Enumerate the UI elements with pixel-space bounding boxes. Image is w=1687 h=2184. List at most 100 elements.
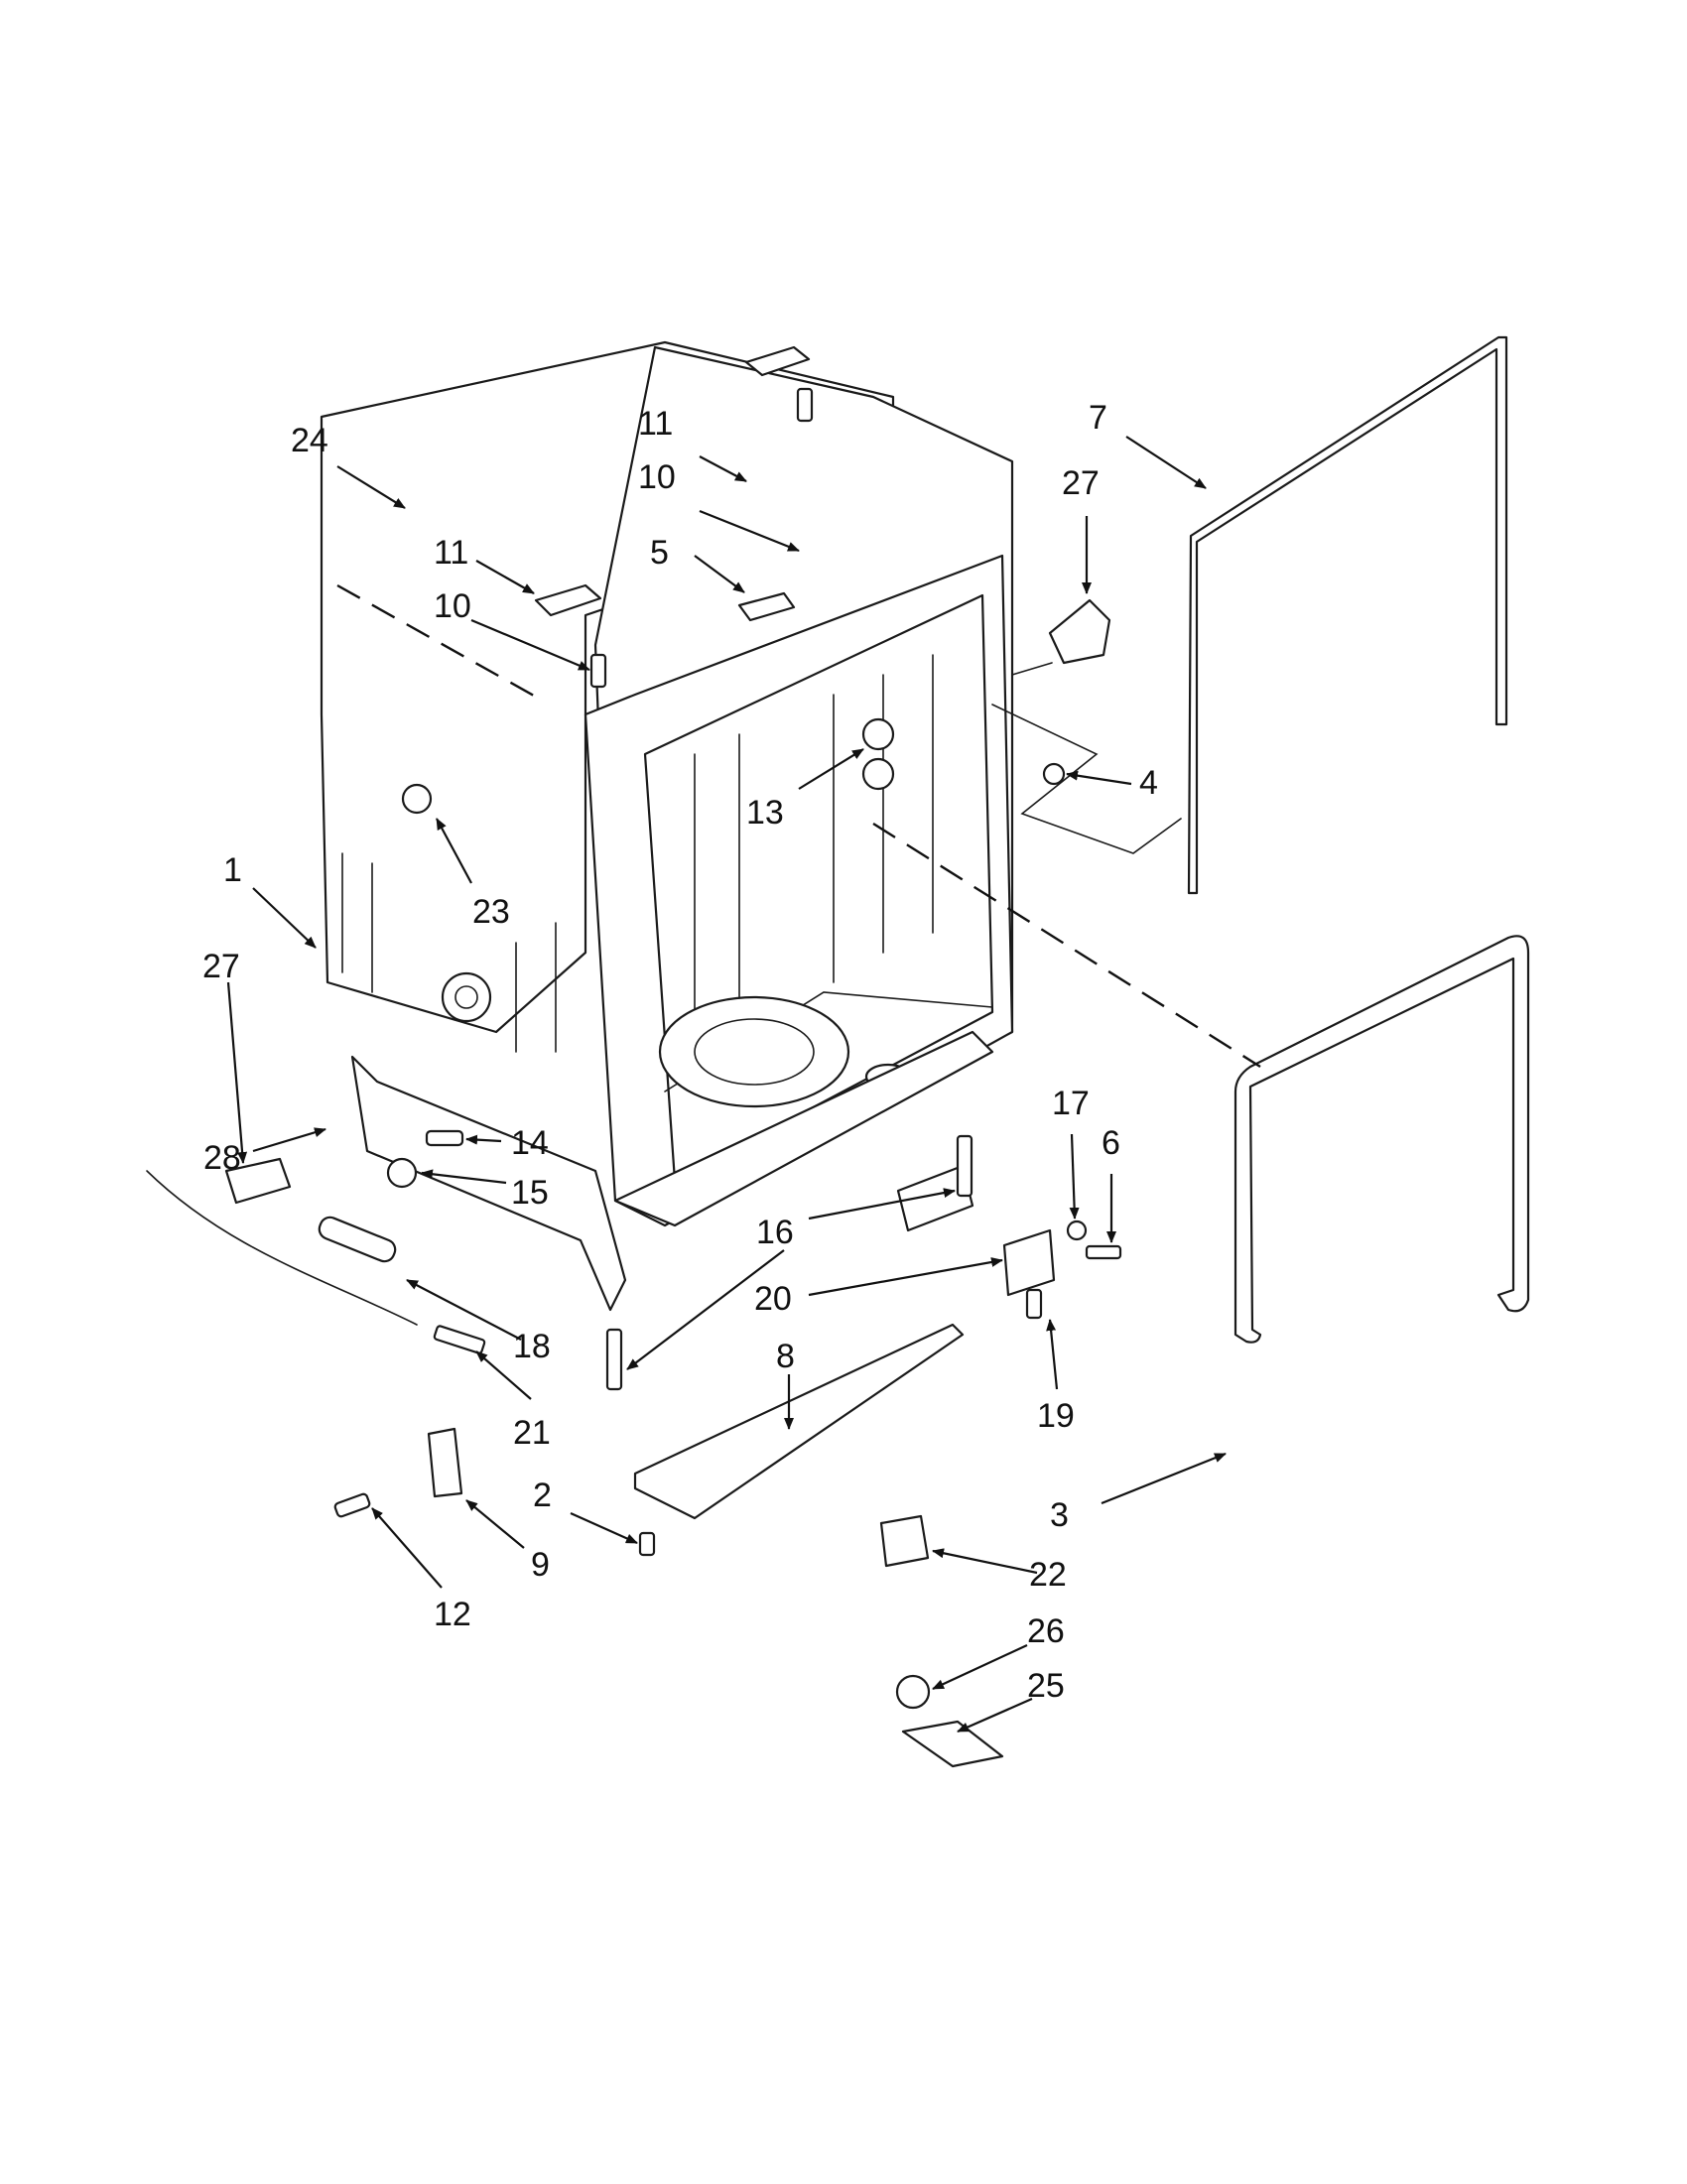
callout-3: 3	[1050, 1496, 1069, 1534]
washer-part-17	[1066, 1220, 1088, 1241]
gasket-lower	[1233, 935, 1530, 1344]
panel-port-inner	[454, 985, 478, 1009]
small-parts	[146, 345, 1122, 1768]
screw-part-2	[638, 1531, 656, 1557]
leader-19	[1046, 1319, 1059, 1390]
callout-27b: 27	[202, 948, 240, 985]
base-frame-bracket	[896, 1164, 974, 1232]
clip-part-22	[879, 1514, 930, 1568]
callout-4: 4	[1139, 764, 1158, 802]
leveling-leg-part-16	[956, 1134, 973, 1198]
callout-10b: 10	[434, 587, 471, 625]
callout-15: 15	[511, 1174, 549, 1212]
callout-1: 1	[223, 851, 242, 889]
callout-22: 22	[1029, 1556, 1067, 1594]
leader-27b	[226, 981, 248, 1164]
callout-25: 25	[1027, 1667, 1065, 1705]
leader-18	[406, 1279, 522, 1341]
callout-17: 17	[1052, 1085, 1090, 1122]
callout-16: 16	[756, 1214, 794, 1251]
leader-26	[932, 1644, 1028, 1690]
leader-22	[932, 1548, 1038, 1575]
leader-20	[808, 1257, 1003, 1297]
kick-plate-part-8	[633, 1323, 965, 1520]
bumper-part-27	[224, 1157, 292, 1205]
callout-6: 6	[1102, 1124, 1120, 1162]
callout-labels: 24 11 10 5 11 10 7 27 13 4 23 1 27 28 14…	[202, 399, 1158, 1705]
leader-12	[371, 1507, 443, 1589]
plug-part-23	[401, 783, 433, 815]
door-gaskets	[1187, 335, 1530, 1344]
callout-5: 5	[650, 534, 669, 572]
screw-part-10	[796, 387, 814, 423]
leader-2	[570, 1511, 638, 1545]
leader-16a	[808, 1188, 956, 1220]
leader-7	[1125, 436, 1207, 489]
gasket-upper	[1187, 335, 1508, 895]
callout-19: 19	[1037, 1397, 1075, 1435]
assembly-lines	[336, 583, 1261, 1069]
leader-10a	[699, 509, 800, 553]
callout-21: 21	[513, 1414, 551, 1452]
leader-9	[465, 1499, 525, 1549]
screw-part-14	[425, 1129, 464, 1147]
hinge-bracket-part-11	[744, 345, 811, 377]
spring-part-18	[318, 1216, 397, 1263]
leader-11b	[475, 560, 535, 594]
tub-sump	[658, 995, 850, 1108]
callout-10a: 10	[638, 458, 676, 496]
plug-part-4	[1042, 762, 1066, 786]
callout-9: 9	[531, 1546, 550, 1584]
dash-line	[872, 822, 1261, 1069]
screw-part-6	[1085, 1244, 1122, 1260]
leader-14	[465, 1134, 502, 1145]
hinge-bracket-part-11	[534, 583, 602, 617]
callout-20: 20	[754, 1280, 792, 1318]
leader-3	[1101, 1452, 1227, 1505]
roller-part-13	[861, 717, 895, 751]
callout-23: 23	[472, 893, 510, 931]
callout-7: 7	[1089, 399, 1107, 437]
leader-lines	[226, 436, 1227, 1734]
sensor-part-21	[433, 1325, 486, 1354]
callout-18: 18	[513, 1328, 551, 1365]
leader-13	[798, 748, 864, 790]
tub-assembly	[320, 340, 1014, 1227]
leader-24	[336, 465, 406, 509]
leader-10b	[470, 618, 590, 672]
assembly-line	[1011, 662, 1053, 676]
clip-part-5	[737, 591, 796, 622]
leader-1	[252, 887, 317, 949]
callout-11a: 11	[638, 405, 673, 443]
leader-23	[436, 818, 472, 884]
bumper-part-27	[1048, 598, 1111, 665]
callout-26: 26	[1027, 1612, 1065, 1650]
screw-part-19	[1025, 1288, 1043, 1320]
leader-16b	[626, 1249, 785, 1370]
leader-15	[421, 1169, 507, 1185]
bracket-part-9	[427, 1427, 463, 1498]
callout-12: 12	[434, 1596, 471, 1633]
leader-11a	[699, 455, 747, 482]
leader-4	[1066, 770, 1132, 786]
thermostat-part-26	[895, 1674, 931, 1710]
bracket-part-25	[901, 1720, 1004, 1768]
leader-5	[694, 555, 745, 593]
callout-24: 24	[291, 422, 328, 459]
leader-17	[1069, 1133, 1080, 1220]
panel-port	[441, 971, 492, 1023]
callout-11b: 11	[434, 534, 468, 572]
callout-14: 14	[511, 1124, 549, 1162]
callout-27a: 27	[1062, 464, 1100, 502]
callout-2: 2	[533, 1477, 552, 1514]
callout-28: 28	[203, 1139, 241, 1177]
assembly-line	[991, 704, 1182, 854]
leader-25	[957, 1697, 1033, 1734]
tub-sump-inner	[694, 1018, 815, 1086]
screw-part-12	[333, 1492, 371, 1518]
callout-8: 8	[776, 1338, 795, 1375]
leader-21	[475, 1350, 532, 1400]
power-cord-part-28	[146, 1170, 418, 1326]
